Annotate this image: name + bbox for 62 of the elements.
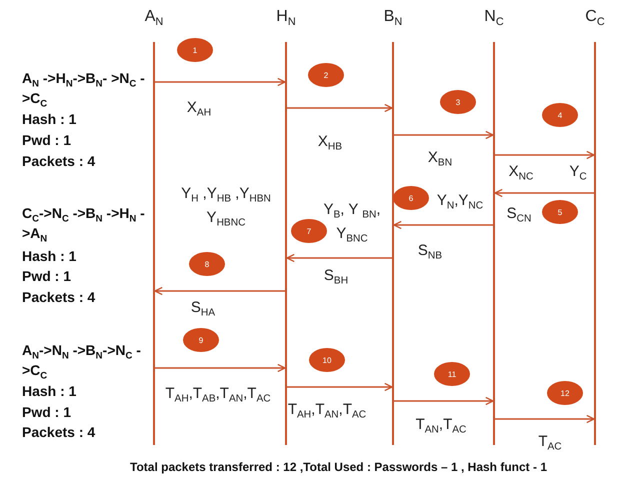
- message-label: X$_{BN}$: [428, 148, 452, 170]
- lifeline: [594, 42, 596, 445]
- message-label: T$_{AH}$,T$_{AN}$,T$_{AC}$: [288, 400, 366, 422]
- step-number: 1: [177, 38, 213, 62]
- message-label: S$_{HA}$: [190, 298, 216, 320]
- message-label: Y$_{C}$: [569, 162, 587, 184]
- message-label: T$_{AN}$,T$_{AC}$: [416, 415, 466, 437]
- message-label: Y$_{H}$ ,Y$_{HB}$ ,Y$_{HBN}$ Y$_{HBNC}$: [180, 184, 272, 230]
- path-summary: Packets : 4: [22, 152, 96, 171]
- arrow: [494, 188, 594, 198]
- path-summary: Pwd : 1: [22, 403, 72, 422]
- step-number: 7: [291, 219, 327, 243]
- lifeline-label: B$_{N}$: [384, 8, 402, 26]
- arrow: [393, 220, 493, 230]
- step-number: 5: [542, 200, 578, 224]
- message-label: T$_{AC}$: [538, 432, 562, 454]
- step-number: 4: [542, 103, 578, 127]
- step-number: 11: [434, 362, 470, 386]
- lifeline: [392, 42, 394, 445]
- path-summary: Pwd : 1: [22, 131, 72, 150]
- message-label: X$_{HB}$: [318, 132, 342, 154]
- lifeline-label: N$_{C}$: [484, 8, 504, 26]
- path-summary: Packets : 4: [22, 423, 96, 442]
- arrow: [155, 364, 286, 372]
- message-label: X$_{AH}$: [186, 98, 212, 120]
- step-number: 9: [183, 328, 219, 352]
- path-summary: Hash : 1: [22, 382, 78, 401]
- path-summary: Hash : 1: [22, 247, 78, 266]
- arrow: [287, 382, 393, 392]
- lifeline-label: H$_{N}$: [276, 8, 296, 26]
- path-summary: C$_{C}$->N$_{C}$ ->B$_{N}$ ->H$_{N}$ ->A$_{N}$: [22, 204, 146, 243]
- lifeline-label: C$_{C}$: [585, 8, 605, 26]
- path-summary: A$_{N}$->N$_{N}$ ->B$_{N}$->N$_{C}$ ->C$_{C}$: [22, 341, 142, 380]
- path-summary: A$_{N}$ ->H$_{N}$->B$_{N}$- >N$_{C}$ ->C$_{C}$: [22, 69, 146, 108]
- lifeline-label: A$_{N}$: [144, 8, 164, 26]
- lifeline: [153, 42, 155, 445]
- step-number: 10: [309, 348, 345, 372]
- step-number: 8: [189, 252, 225, 276]
- step-number: 6: [393, 186, 429, 210]
- path-summary: Hash : 1: [22, 110, 78, 129]
- lifeline: [493, 42, 495, 445]
- message-label: S$_{NB}$: [418, 241, 442, 263]
- arrow: [495, 150, 595, 160]
- arrow: [394, 396, 494, 406]
- path-summary: Packets : 4: [22, 288, 96, 307]
- message-label: S$_{CN}$: [506, 204, 532, 226]
- caption: Total packets transferred : 12 ,Total Used : Passwords – 1 , Hash funct - 1: [130, 460, 548, 474]
- path-summary: Pwd : 1: [22, 267, 72, 286]
- arrow: [154, 286, 285, 296]
- message-label: X$_{NC}$: [508, 162, 534, 184]
- arrow: [286, 254, 392, 262]
- step-number: 2: [308, 63, 344, 87]
- step-number: 3: [440, 90, 476, 114]
- arrow: [495, 414, 595, 424]
- message-label: Y$_{N}$,Y$_{NC}$: [436, 191, 484, 213]
- message-label: T$_{AH}$,T$_{AB}$,T$_{AN}$,T$_{AC}$: [165, 384, 271, 406]
- arrow: [287, 104, 393, 112]
- arrow: [394, 130, 494, 140]
- arrow: [155, 78, 286, 86]
- message-label: S$_{BH}$: [324, 266, 348, 288]
- lifeline: [285, 42, 287, 445]
- step-number: 12: [547, 381, 583, 405]
